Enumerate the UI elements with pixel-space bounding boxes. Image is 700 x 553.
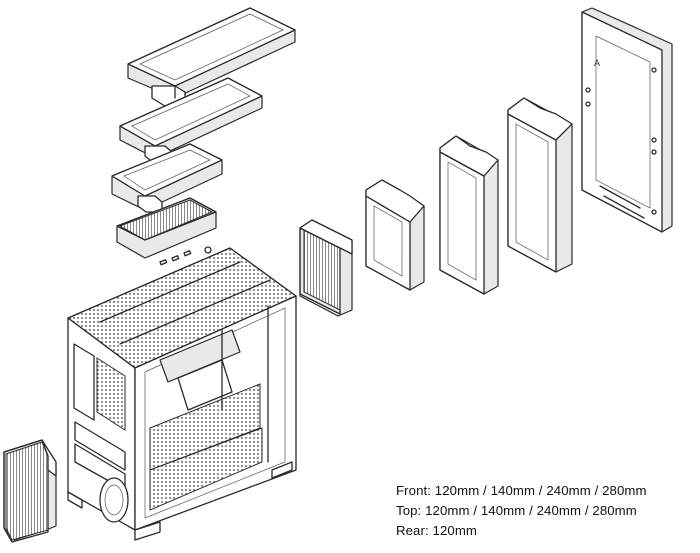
pc-case: [67, 246, 297, 541]
top-radiator-140: [111, 143, 223, 213]
top-radiator-280: [127, 7, 296, 107]
front-radiator-140: [365, 179, 425, 291]
spec-front: Front: 120mm / 140mm / 240mm / 280mm: [396, 483, 647, 498]
top-radiator-240: [119, 77, 263, 165]
top-radiator-120: [116, 197, 217, 259]
spec-top: Top: 120mm / 140mm / 240mm / 280mm: [396, 503, 637, 518]
panel-letter: A: [594, 58, 600, 68]
front-radiator-240: [439, 135, 499, 295]
front-panel: A: [581, 7, 673, 233]
rear-radiator-120: [3, 439, 57, 543]
radiator-support-specs: Front: 120mm / 140mm / 240mm / 280mm Top…: [396, 481, 700, 541]
spec-rear: Rear: 120mm: [396, 523, 477, 538]
front-radiator-280: [507, 97, 573, 273]
front-radiator-120: [299, 219, 353, 317]
